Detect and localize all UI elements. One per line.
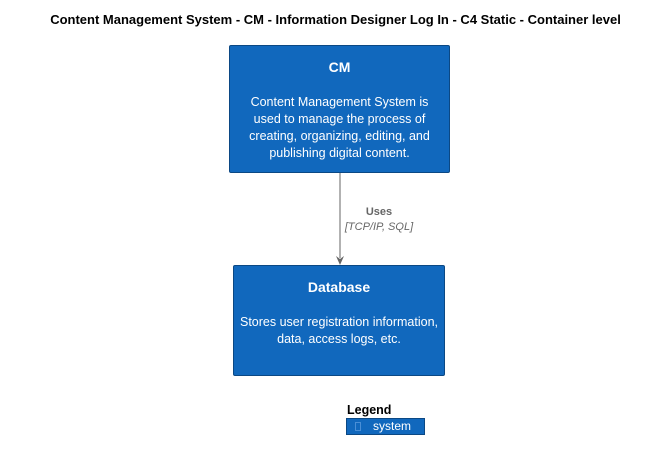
legend-item-label: system (373, 419, 412, 433)
diagram-title: Content Management System - CM - Informa… (50, 12, 621, 27)
legend-title: Legend (347, 403, 392, 417)
relationship-label: Uses (365, 206, 393, 218)
container-database-name: Database (307, 279, 371, 295)
container-cm-description: Content Management System is used to man… (249, 95, 430, 160)
container-database: Database Stores user registration inform… (233, 265, 445, 376)
relationship-technology: [TCP/IP, SQL] (344, 221, 414, 233)
arrow-head-icon (336, 256, 344, 265)
container-cm-name: CM (328, 59, 351, 75)
legend-item-system: system (346, 418, 425, 435)
container-cm: CM Content Management System is used to … (229, 45, 450, 173)
container-database-description: Stores user registration information, da… (240, 315, 439, 346)
legend-swatch-icon (355, 422, 361, 431)
